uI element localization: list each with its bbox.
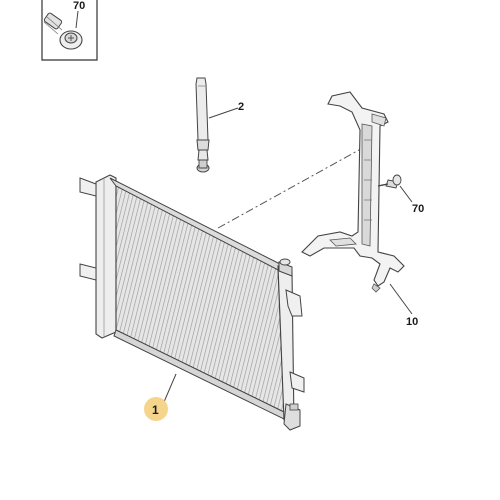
callout-leader-bracket: [389, 283, 413, 315]
screw-inset: 70: [41, 0, 98, 61]
highlight-marker: [144, 397, 168, 421]
callout-label-bracket: 10: [406, 316, 418, 328]
receiver-drier: 2: [195, 77, 244, 173]
mounting-bracket: 10: [301, 91, 418, 328]
callout-label-screw-inset: 70: [73, 0, 85, 12]
callout-label-condenser: 1: [152, 403, 159, 417]
callout-leader-screw: [399, 185, 413, 203]
callout-label-drier: 2: [238, 101, 244, 113]
callout-leader-condenser: [163, 373, 177, 403]
screw-inset-icon: [43, 12, 83, 50]
callout-leader-screw-inset: [75, 10, 79, 29]
screw: 70: [377, 174, 424, 215]
callout-label-screw: 70: [412, 203, 424, 215]
condenser: 1: [79, 174, 305, 431]
alignment-line: [217, 144, 369, 229]
screw-icon: [377, 174, 402, 189]
callout-leader-drier: [208, 107, 239, 119]
